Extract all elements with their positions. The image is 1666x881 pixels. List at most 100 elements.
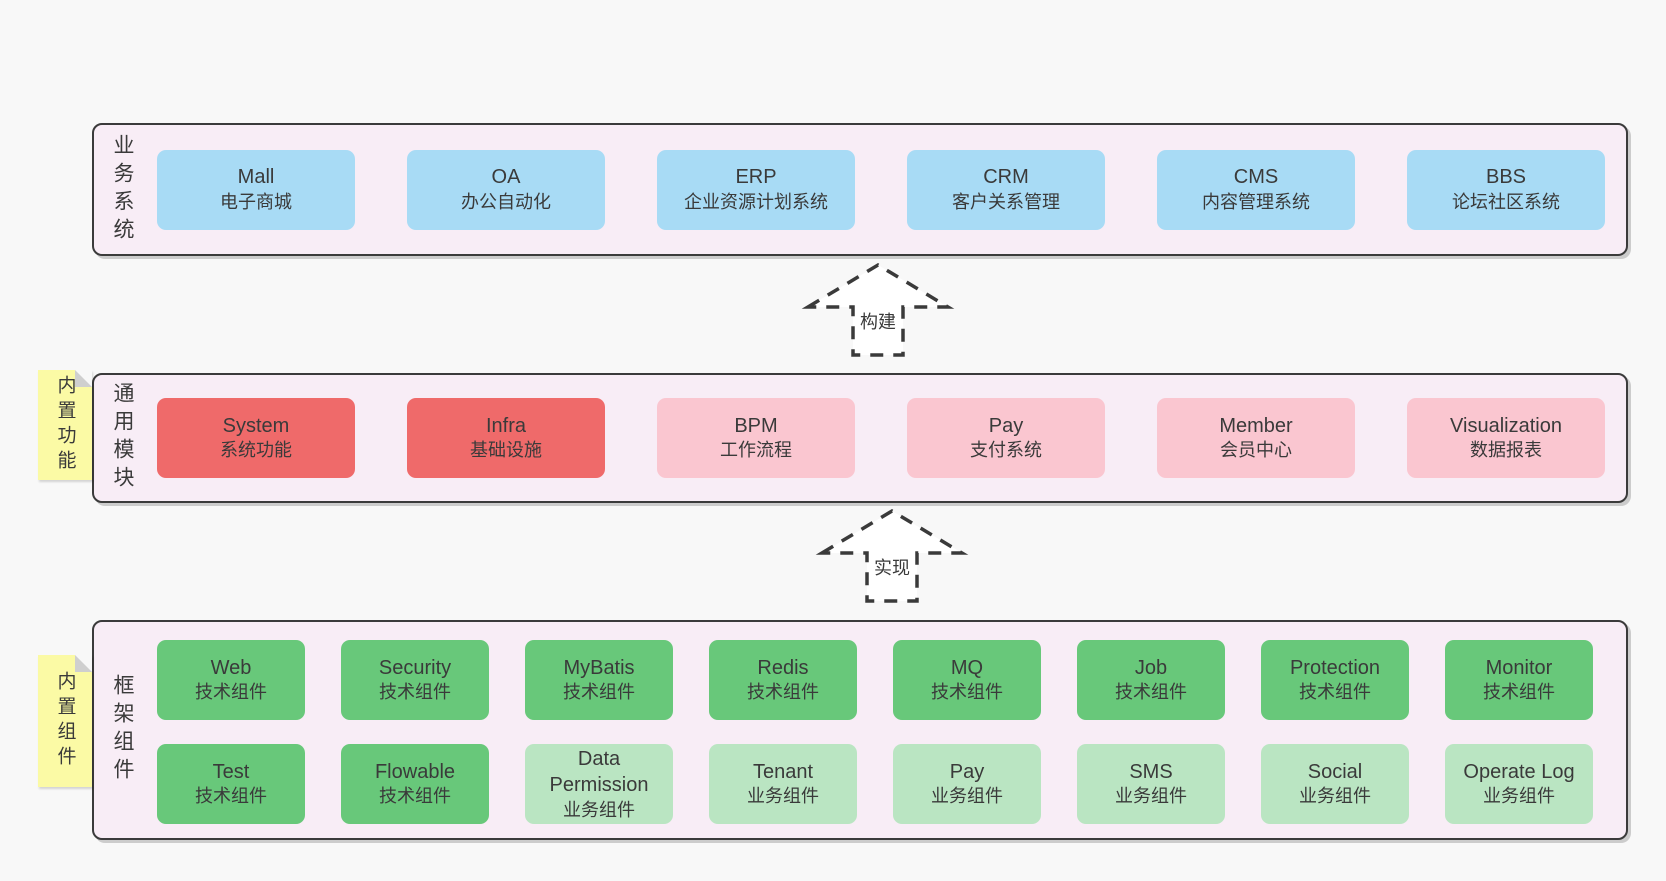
sticky-note-label: 内置功能 <box>54 375 76 475</box>
sticky-note-built-in-features: 内置功能 <box>38 370 92 480</box>
card-subtitle: 系统功能 <box>220 440 292 461</box>
card-subtitle: 企业资源计划系统 <box>684 191 828 212</box>
card-title: Pay <box>988 414 1024 437</box>
card-subtitle: 会员中心 <box>1220 440 1292 461</box>
card-subtitle: 技术组件 <box>195 786 267 807</box>
card-subtitle: 数据报表 <box>1470 440 1542 461</box>
card-mybatis: MyBatis 技术组件 <box>525 640 673 720</box>
card-pay-component: Pay 业务组件 <box>893 744 1041 824</box>
card-oa: OA 办公自动化 <box>407 149 605 230</box>
card-title: BPM <box>734 414 778 437</box>
card-bbs: BBS 论坛社区系统 <box>1407 149 1605 230</box>
card-title: Redis <box>757 656 809 679</box>
card-title: Data Permission <box>549 747 649 797</box>
card-title: Member <box>1219 414 1293 437</box>
card-subtitle: 业务组件 <box>1299 786 1371 807</box>
folded-corner-icon <box>75 655 92 672</box>
card-cms: CMS 内容管理系统 <box>1157 149 1355 230</box>
card-title: System <box>222 414 290 437</box>
card-title: Security <box>378 656 452 679</box>
card-title: CMS <box>1233 166 1279 189</box>
card-subtitle: 技术组件 <box>563 682 635 703</box>
card-bpm: BPM 工作流程 <box>657 398 855 478</box>
card-subtitle: 技术组件 <box>379 682 451 703</box>
band-business-systems-label: 业务系统 <box>111 133 134 246</box>
build-arrow: 构建 <box>801 262 955 358</box>
card-subtitle: 技术组件 <box>379 786 451 807</box>
card-sms: SMS 业务组件 <box>1077 744 1225 824</box>
card-title: Visualization <box>1450 414 1562 437</box>
card-title: MQ <box>950 656 984 679</box>
card-subtitle: 业务组件 <box>747 786 819 807</box>
card-monitor: Monitor 技术组件 <box>1445 640 1593 720</box>
card-title: Test <box>212 760 250 783</box>
card-title: SMS <box>1129 760 1173 783</box>
card-subtitle: 电子商城 <box>220 191 292 212</box>
card-infra: Infra 基础设施 <box>407 398 605 478</box>
card-title: Mall <box>237 166 275 189</box>
card-crm: CRM 客户关系管理 <box>907 149 1105 230</box>
card-data-permission: Data Permission 业务组件 <box>525 744 673 824</box>
sticky-note-label: 内置组件 <box>54 671 76 771</box>
card-subtitle: 办公自动化 <box>461 191 551 212</box>
band-common-modules-label: 通用模块 <box>111 382 134 494</box>
card-subtitle: 技术组件 <box>1115 682 1187 703</box>
band-business-systems: 业务系统 Mall 电子商城 OA 办公自动化 ERP 企业资源计划系统 CRM… <box>92 123 1628 256</box>
card-title: CRM <box>983 166 1029 189</box>
card-title: Web <box>210 656 252 679</box>
band-common-modules: 通用模块 System 系统功能 Infra 基础设施 BPM 工作流程 Pay… <box>92 373 1628 503</box>
card-visualization: Visualization 数据报表 <box>1407 398 1605 478</box>
card-title: Social <box>1307 760 1363 783</box>
framework-components-row-2: Test 技术组件 Flowable 技术组件 Data Permission … <box>157 744 1593 824</box>
card-tenant: Tenant 业务组件 <box>709 744 857 824</box>
card-subtitle: 技术组件 <box>1299 682 1371 703</box>
framework-components-row-1: Web 技术组件 Security 技术组件 MyBatis 技术组件 Redi… <box>157 640 1593 720</box>
card-title: Monitor <box>1485 656 1553 679</box>
card-title: Protection <box>1289 656 1381 679</box>
folded-corner-icon <box>75 370 92 387</box>
card-web: Web 技术组件 <box>157 640 305 720</box>
implement-arrow-label: 实现 <box>871 554 913 580</box>
band-framework-components-label: 框架组件 <box>111 674 134 786</box>
card-redis: Redis 技术组件 <box>709 640 857 720</box>
card-mq: MQ 技术组件 <box>893 640 1041 720</box>
card-title: Pay <box>949 760 985 783</box>
card-subtitle: 基础设施 <box>470 440 542 461</box>
common-modules-row: System 系统功能 Infra 基础设施 BPM 工作流程 Pay 支付系统… <box>157 398 1605 478</box>
card-security: Security 技术组件 <box>341 640 489 720</box>
card-title: ERP <box>735 166 777 189</box>
implement-arrow: 实现 <box>815 508 969 604</box>
card-job: Job 技术组件 <box>1077 640 1225 720</box>
business-systems-row: Mall 电子商城 OA 办公自动化 ERP 企业资源计划系统 CRM 客户关系… <box>157 149 1605 230</box>
card-member: Member 会员中心 <box>1157 398 1355 478</box>
card-system: System 系统功能 <box>157 398 355 478</box>
card-title: Operate Log <box>1463 760 1575 783</box>
card-subtitle: 技术组件 <box>931 682 1003 703</box>
card-subtitle: 工作流程 <box>720 440 792 461</box>
card-mall: Mall 电子商城 <box>157 149 355 230</box>
card-title: Job <box>1134 656 1168 679</box>
card-subtitle: 内容管理系统 <box>1202 191 1310 212</box>
card-protection: Protection 技术组件 <box>1261 640 1409 720</box>
card-title: MyBatis <box>563 656 635 679</box>
card-flowable: Flowable 技术组件 <box>341 744 489 824</box>
card-social: Social 业务组件 <box>1261 744 1409 824</box>
card-subtitle: 支付系统 <box>970 440 1042 461</box>
card-title: Infra <box>485 414 527 437</box>
card-subtitle: 技术组件 <box>1483 682 1555 703</box>
card-title: Tenant <box>752 760 814 783</box>
card-title: Flowable <box>374 760 456 783</box>
card-subtitle: 业务组件 <box>931 786 1003 807</box>
card-operate-log: Operate Log 业务组件 <box>1445 744 1593 824</box>
card-title: OA <box>491 166 521 189</box>
card-title: BBS <box>1485 166 1527 189</box>
card-pay: Pay 支付系统 <box>907 398 1105 478</box>
build-arrow-label: 构建 <box>857 308 899 334</box>
card-subtitle: 论坛社区系统 <box>1452 191 1560 212</box>
card-test: Test 技术组件 <box>157 744 305 824</box>
card-subtitle: 技术组件 <box>195 682 267 703</box>
card-erp: ERP 企业资源计划系统 <box>657 149 855 230</box>
card-subtitle: 业务组件 <box>1115 786 1187 807</box>
card-subtitle: 业务组件 <box>563 799 635 820</box>
